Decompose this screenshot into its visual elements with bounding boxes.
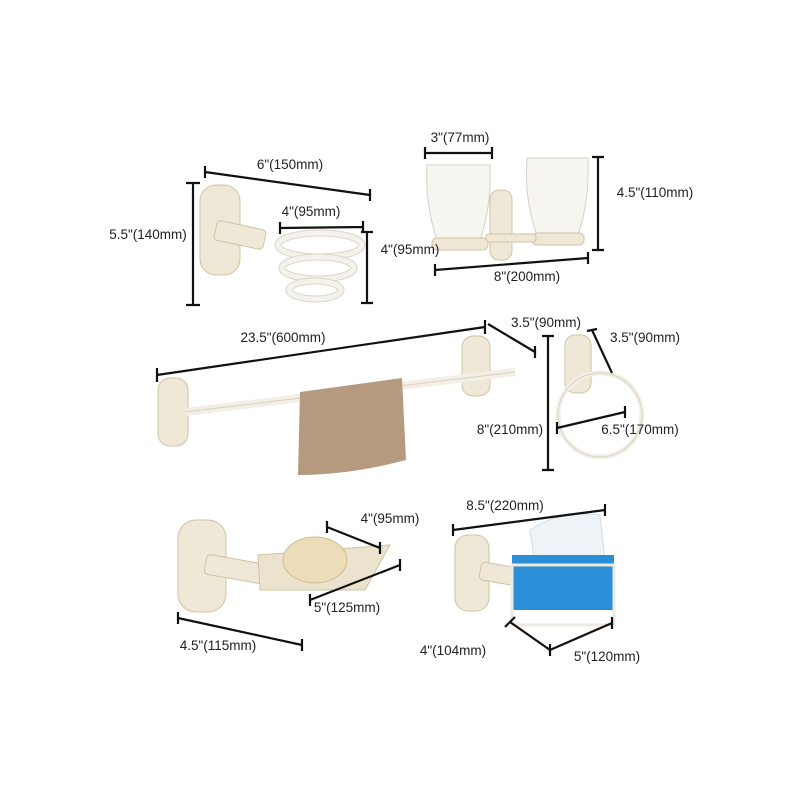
ring-height-label: 8"(210mm)	[477, 422, 543, 437]
hair-holder-height-label: 5.5"(140mm)	[109, 227, 187, 242]
ring-diameter-label: 6.5"(170mm)	[601, 422, 679, 437]
tissue-length-label: 8.5"(220mm)	[466, 498, 544, 513]
hair-holder-width-label: 6"(150mm)	[257, 157, 323, 172]
tumbler-width-label: 8"(200mm)	[494, 269, 560, 284]
soap-dish-projection-label: 4.5"(115mm)	[180, 638, 257, 653]
towel	[298, 378, 406, 475]
tumbler-height-label: 4.5"(110mm)	[617, 185, 694, 200]
tissue-width-label: 5"(120mm)	[574, 649, 640, 664]
towel-bar	[157, 335, 516, 475]
tumbler-holder	[426, 157, 589, 261]
ring-depth-label: 3.5"(90mm)	[610, 330, 680, 345]
towel-bar-depth-label: 3.5"(90mm)	[511, 315, 581, 330]
soap-dish	[177, 519, 391, 613]
tissue-depth-label: 4"(104mm)	[420, 643, 486, 658]
towel-ring	[555, 334, 645, 460]
tissue-holder	[454, 513, 616, 627]
soap-dish-width-label: 5"(125mm)	[314, 600, 380, 615]
dimension-lines	[155, 147, 627, 656]
towel-bar-length-label: 23.5"(600mm)	[240, 330, 325, 345]
soap-dish-depth-label: 4"(95mm)	[361, 511, 420, 526]
coil-width-label: 4"(95mm)	[282, 204, 341, 219]
coil-height-label: 4"(95mm)	[381, 242, 440, 257]
hair-dryer-holder	[199, 184, 366, 303]
cup-width-label: 3"(77mm)	[431, 130, 490, 145]
